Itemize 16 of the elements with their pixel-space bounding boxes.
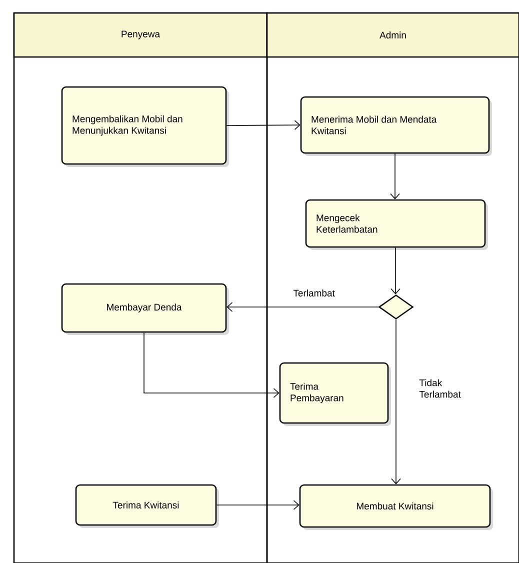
arrow	[390, 153, 400, 200]
activity-box: Terima Kwitansi	[75, 484, 219, 528]
edge-label: Terlambat	[293, 290, 335, 296]
activity-box: Menerima Mobil dan Mendata Kwitansi	[300, 96, 492, 156]
edge-label: Tidak Terlambat	[419, 379, 461, 398]
arrow	[144, 332, 280, 398]
activity-box: Terima Pembayaran	[279, 362, 391, 426]
activity-box: Membayar Denda	[61, 283, 229, 335]
arrow	[391, 319, 401, 484]
arrow	[226, 302, 379, 312]
arrow	[226, 120, 300, 130]
arrow	[216, 500, 300, 510]
activity-box: Mengembalikan Mobil dan Menunjukkan Kwitansi	[61, 86, 229, 167]
activity-box: Membuat Kwitansi	[299, 484, 493, 530]
arrow	[390, 247, 400, 294]
activity-box: Mengecek Keterlambatan	[305, 199, 488, 250]
